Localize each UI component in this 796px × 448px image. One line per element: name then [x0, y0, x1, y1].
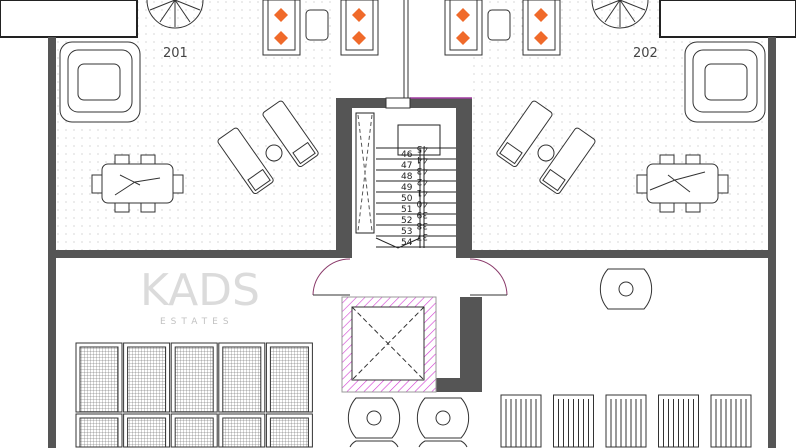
- step-number: 37: [417, 231, 428, 241]
- unit-label-202: 202: [633, 46, 658, 61]
- heat-pump-unit: [710, 394, 752, 448]
- sofa-icon: [522, 0, 561, 56]
- heat-pump-unit: [500, 394, 542, 448]
- sofa-icon: [340, 0, 379, 56]
- step-number: 47: [401, 161, 412, 171]
- vent-unit-icon: [599, 268, 653, 310]
- dining-table-icon: [91, 154, 729, 213]
- step-number: 53: [401, 227, 412, 237]
- step-number: 48: [401, 172, 413, 182]
- window: [385, 97, 411, 109]
- watermark-logo: KADS: [140, 265, 260, 316]
- heat-pump-unit: [553, 394, 594, 448]
- step-number: 52: [401, 216, 412, 226]
- step-number: 38: [416, 220, 428, 230]
- spiral-stair-icon: [146, 0, 649, 29]
- heat-pump-unit: [605, 394, 647, 448]
- step-number: 41: [417, 187, 428, 197]
- coffee-table: [305, 9, 329, 41]
- heat-pump-unit: [658, 394, 699, 448]
- coffee-table: [487, 9, 511, 41]
- room-top-right: [659, 0, 796, 38]
- room-top-left: [0, 0, 138, 38]
- vent-unit-icon: [347, 397, 401, 439]
- step-number: 45: [417, 143, 428, 153]
- step-number: 42: [417, 176, 428, 186]
- step-number: 54: [401, 238, 413, 248]
- step-number: 44: [416, 154, 428, 164]
- step-number: 43: [417, 165, 428, 175]
- step-number: 39: [416, 209, 428, 219]
- step-number: 40: [416, 198, 428, 208]
- vent-unit-icon: [418, 440, 468, 448]
- jacuzzi-icon: [59, 41, 766, 123]
- door-icon: [312, 258, 508, 296]
- vent-unit-icon: [416, 397, 470, 439]
- unit-label-201: 201: [163, 46, 188, 61]
- vent-unit-icon: [349, 440, 399, 448]
- sofa-icon: [262, 0, 301, 56]
- step-number: 46: [401, 150, 413, 160]
- walls: [48, 37, 776, 448]
- sun-lounger-icon: [217, 100, 596, 195]
- step-number: 50: [401, 194, 413, 204]
- sofa-icon: [444, 0, 483, 56]
- step-number: 51: [401, 205, 412, 215]
- step-number: 49: [401, 183, 413, 193]
- watermark-sub: ESTATES: [160, 317, 234, 327]
